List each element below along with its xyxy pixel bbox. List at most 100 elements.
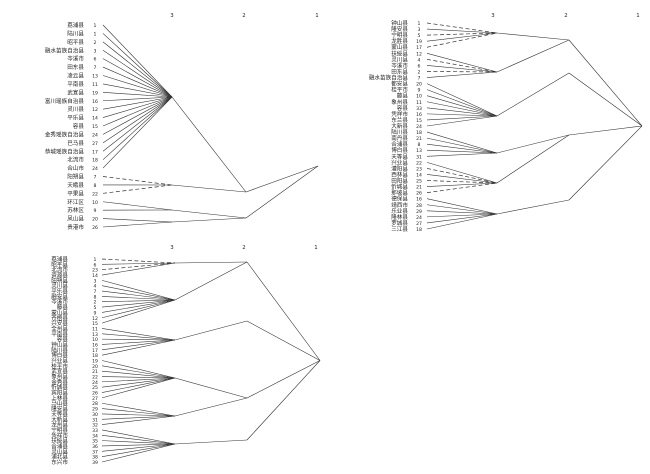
leaf-label: 灵川县 [391,56,408,63]
branch-line [103,202,172,210]
leaf-number: 2 [418,69,421,75]
branch-line [497,33,569,40]
leaf-number: 1 [94,23,97,29]
leaf-number: 34 [92,433,98,439]
branch-line [102,416,175,425]
leaf-number: 17 [416,45,422,51]
leaf-number: 4 [418,57,421,63]
leaf-number: 7 [418,76,421,82]
branch-line [102,328,175,340]
leaf-label: 环江区 [67,199,84,206]
branch-line [427,153,497,156]
leaf-number: 18 [416,130,422,136]
branch-line [172,185,246,192]
leaf-number: 22 [92,375,98,381]
branch-line [103,50,172,97]
leaf-number: 7 [94,289,97,295]
leaf-number: 10 [416,94,422,100]
branch-line [102,340,175,350]
leaf-number: 9 [94,208,97,214]
branch-line [427,59,497,72]
leaf-number: 11 [92,326,98,332]
leaf-number: 10 [92,337,98,343]
level-label: 1 [314,245,317,251]
leaf-number: 16 [92,342,98,348]
level-label: 3 [170,245,173,251]
leaf-number: 14 [416,172,422,178]
branch-line [175,440,247,444]
leaf-label: 都安县 [391,80,408,88]
leaf-label: 宁明县 [391,31,408,39]
branch-line [102,286,175,300]
leaf-number: 6 [94,262,97,268]
branch-line [427,29,497,33]
leaf-number: 15 [416,118,422,124]
leaf-number: 2 [94,40,97,46]
leaf-label: 合浦县 [391,140,408,148]
leaf-number: 35 [92,439,98,445]
branch-line [102,361,175,379]
leaf-label: 藤县 [397,92,409,100]
leaf-number: 18 [92,158,98,164]
leaf-label: 金秀瑶族自治县 [45,130,85,138]
branch-line [103,97,172,126]
leaf-label: 融水苗族自治县 [45,46,85,54]
branch-line [103,42,172,97]
branch-line [175,262,247,300]
leaf-number: 4 [94,284,97,290]
leaf-number: 27 [416,221,422,227]
leaf-number: 32 [92,423,98,429]
leaf-number: 24 [416,124,422,130]
branch-line [175,398,247,416]
branch-line [569,126,642,135]
branch-line [102,444,175,462]
leaf-number: 39 [92,460,98,466]
leaf-number: 22 [92,191,98,197]
leaf-number: 26 [92,225,98,231]
leaf-number: 22 [416,160,422,166]
branch-line [102,430,175,444]
leaf-label: 扶绥县 [391,49,408,57]
leaf-number: 1 [94,257,97,263]
leaf-number: 12 [92,316,98,322]
leaf-label: 兴业县 [391,158,408,166]
leaf-label: 大新县 [391,122,408,130]
branch-line [569,40,642,126]
leaf-label: 岑溪市 [391,61,408,69]
branch-line [427,65,497,72]
leaf-label: 苏林区 [67,206,84,214]
leaf-label: 三江县 [391,226,408,233]
leaf-number: 21 [416,136,422,142]
branch-line [427,53,497,72]
branch-line [103,67,172,97]
leaf-number: 3 [94,278,97,284]
level-label: 3 [170,13,173,19]
leaf-number: 28 [92,401,98,407]
leaf-number: 33 [416,106,422,112]
leaf-number: 7 [94,175,97,181]
leaf-number: 33 [92,428,98,434]
leaf-label: 凭祥市 [391,110,408,118]
branch-line [427,96,497,116]
leaf-number: 5 [94,305,97,311]
leaf-label: 平乐县 [67,115,84,122]
leaf-label: 陆川县 [391,128,408,136]
branch-line [569,73,642,126]
leaf-number: 28 [416,203,422,209]
leaf-number: 18 [92,353,98,359]
leaf-label: 隆林县 [391,213,408,221]
leaf-label: 忻城县 [391,183,408,191]
leaf-number: 13 [92,74,98,80]
leaf-label: 阳朔县 [67,173,84,181]
leaf-label: 罗城县 [391,220,408,227]
level-label: 3 [491,13,494,19]
branch-line [497,135,569,183]
leaf-number: 30 [92,412,98,418]
leaf-label: 恭城瑶族自治县 [45,147,85,155]
branch-line [427,116,497,120]
leaf-label: 平果县 [67,190,84,197]
leaf-number: 21 [416,185,422,191]
leaf-number: 25 [92,385,98,391]
branch-line [102,263,175,275]
